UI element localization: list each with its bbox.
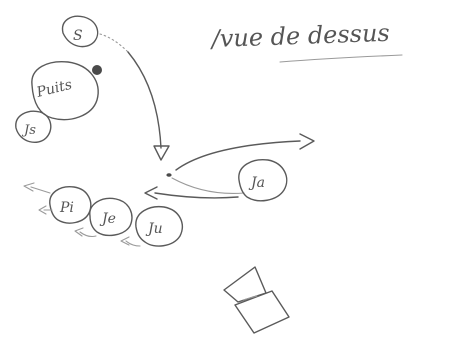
trajectory-right	[175, 140, 301, 171]
arrowhead-right	[299, 133, 315, 150]
arrowhead-je-down-left	[74, 227, 84, 237]
arrow-pi-up-left	[30, 186, 51, 194]
node-js-label: Js	[21, 123, 36, 138]
puits-dot	[92, 65, 102, 75]
node-s: S	[61, 15, 99, 48]
arrow-je-down-left	[79, 231, 97, 238]
node-pi-label: Pi	[59, 200, 74, 216]
node-js: Js	[15, 110, 52, 144]
ball-dot	[166, 173, 172, 177]
arrowhead-ju-down-left	[120, 236, 130, 246]
arrowhead-pi-up-left	[23, 182, 35, 192]
curve-dot-to-ja	[171, 177, 245, 194]
node-ju-label: Ju	[145, 221, 163, 237]
ja-pass-arrow-line	[154, 192, 239, 199]
node-puits-label: Puits	[34, 77, 74, 101]
node-je: Je	[89, 197, 133, 237]
ball-trajectory-dashed	[99, 33, 129, 53]
node-s-label: S	[73, 28, 83, 44]
node-ja: Ja	[238, 159, 288, 202]
node-ja-label: Ja	[248, 175, 265, 191]
arrow-ju-down-left	[125, 240, 141, 247]
arrowhead-ja-pass	[144, 186, 158, 200]
sketch-title: /vue de dessus	[209, 19, 390, 53]
camera-icon	[223, 266, 290, 334]
arrowhead-down	[153, 145, 170, 161]
node-ju: Ju	[135, 205, 183, 247]
title-underline	[279, 54, 403, 63]
node-je-label: Je	[99, 211, 116, 227]
ball-trajectory-arrow	[127, 51, 162, 149]
node-pi: Pi	[49, 186, 92, 224]
node-puits: Puits	[31, 61, 102, 121]
arrowhead-pi-left	[38, 205, 47, 215]
title-group: /vue de dessus	[209, 19, 403, 63]
